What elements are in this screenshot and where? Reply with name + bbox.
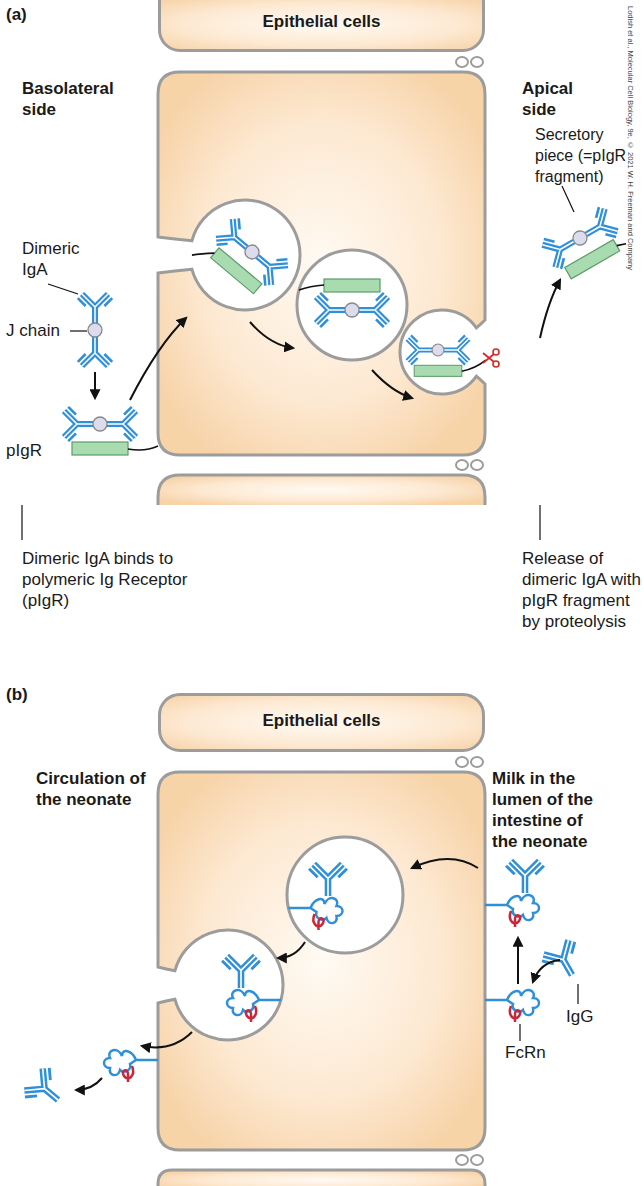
epithelial-cell [158,1170,485,1186]
igg-antibody [540,938,589,985]
iga-receptor-complex [204,216,290,299]
tight-junction [456,757,468,767]
tight-junction [456,460,468,470]
flow-arrow [76,1078,102,1090]
epithelial-cell [158,772,485,1150]
part-label: FcRn [505,1042,555,1063]
tight-junction [471,460,483,470]
igg-antibody [222,956,260,988]
panel-label: (a) [6,4,46,25]
flow-arrow [372,370,412,398]
iga-receptor-complex [540,205,626,283]
scissors-blade [483,353,494,363]
iga-receptor-complex [64,407,136,455]
fcrn-receptor [485,990,539,1022]
igg-antibody [309,864,347,896]
flow-arrow [540,280,560,338]
vesicle-complex [299,279,388,327]
cell-band: Epithelial cells [158,693,485,752]
flow-arrow [250,322,293,348]
tight-junction [456,1155,468,1165]
pigr-tail [299,285,324,290]
secretory-iga [540,205,627,283]
part-label: J chain [6,320,68,341]
flow-arrow [533,960,560,982]
dimeric-iga [78,294,112,366]
flow-arrow [412,859,478,868]
panel-label: (b) [6,684,46,705]
vesicle-complex [407,335,485,376]
vesicle-complex [192,211,291,307]
flow-arrow [142,1032,192,1047]
cell-label: Epithelial cells [161,11,482,32]
flow-arrow [130,318,186,400]
flow-arrow [278,942,305,958]
step-caption: Dimeric IgA binds to polymeric Ig Recept… [22,548,197,611]
scissors-symbol [483,349,499,367]
flow-arrow [517,938,519,984]
transport-vesicle [297,250,407,360]
step-caption: Release of dimeric IgA with pIgR fragmen… [522,548,642,632]
part-label: pIgR [6,440,56,461]
epithelial-cell [158,475,485,505]
fcrn-receptor [485,895,539,927]
transport-vesicle [287,837,403,953]
pigr-tail [617,241,626,248]
part-label: Dimeric IgA [22,238,102,280]
copyright-note: Lodish et al., Molecular Cell Biology, 9… [626,6,635,270]
leader-line [519,1024,520,1041]
pigr-tail [192,243,215,266]
fcrn-receptor [289,898,343,930]
fcrn-receptor [227,990,281,1022]
leader-line [539,505,540,540]
flow-arrow [94,372,96,398]
cell-band: Epithelial cells [158,0,485,52]
bound-complex [64,407,158,455]
side-label: Basolateral side [22,78,134,120]
part-label: Secretory piece (=pIgR fragment) [535,124,640,187]
leader-line [562,186,574,212]
epithelial-cell [158,72,485,455]
igg-antibody [21,1065,70,1114]
iga-receptor-complex [316,279,388,327]
igg-antibody [506,861,544,893]
tight-junction [471,757,483,767]
iga-receptor-complex [407,335,468,376]
leader-line [21,505,22,540]
side-label: Circulation of the neonate [36,768,146,810]
part-label: IgG [566,1006,606,1027]
pigr-tail [462,360,486,371]
tight-junction [471,57,483,67]
side-label: Apical side [522,78,602,120]
cell-label: Epithelial cells [161,710,482,731]
leader-line [48,284,78,294]
leader-line [70,330,87,331]
leader-line [577,984,578,1004]
pigr-tail [128,446,158,450]
tight-junction [471,1155,483,1165]
fcrn-receptor [104,1050,158,1082]
tight-junction [456,57,468,67]
side-label: Milk in the lumen of the intestine of th… [492,768,612,852]
